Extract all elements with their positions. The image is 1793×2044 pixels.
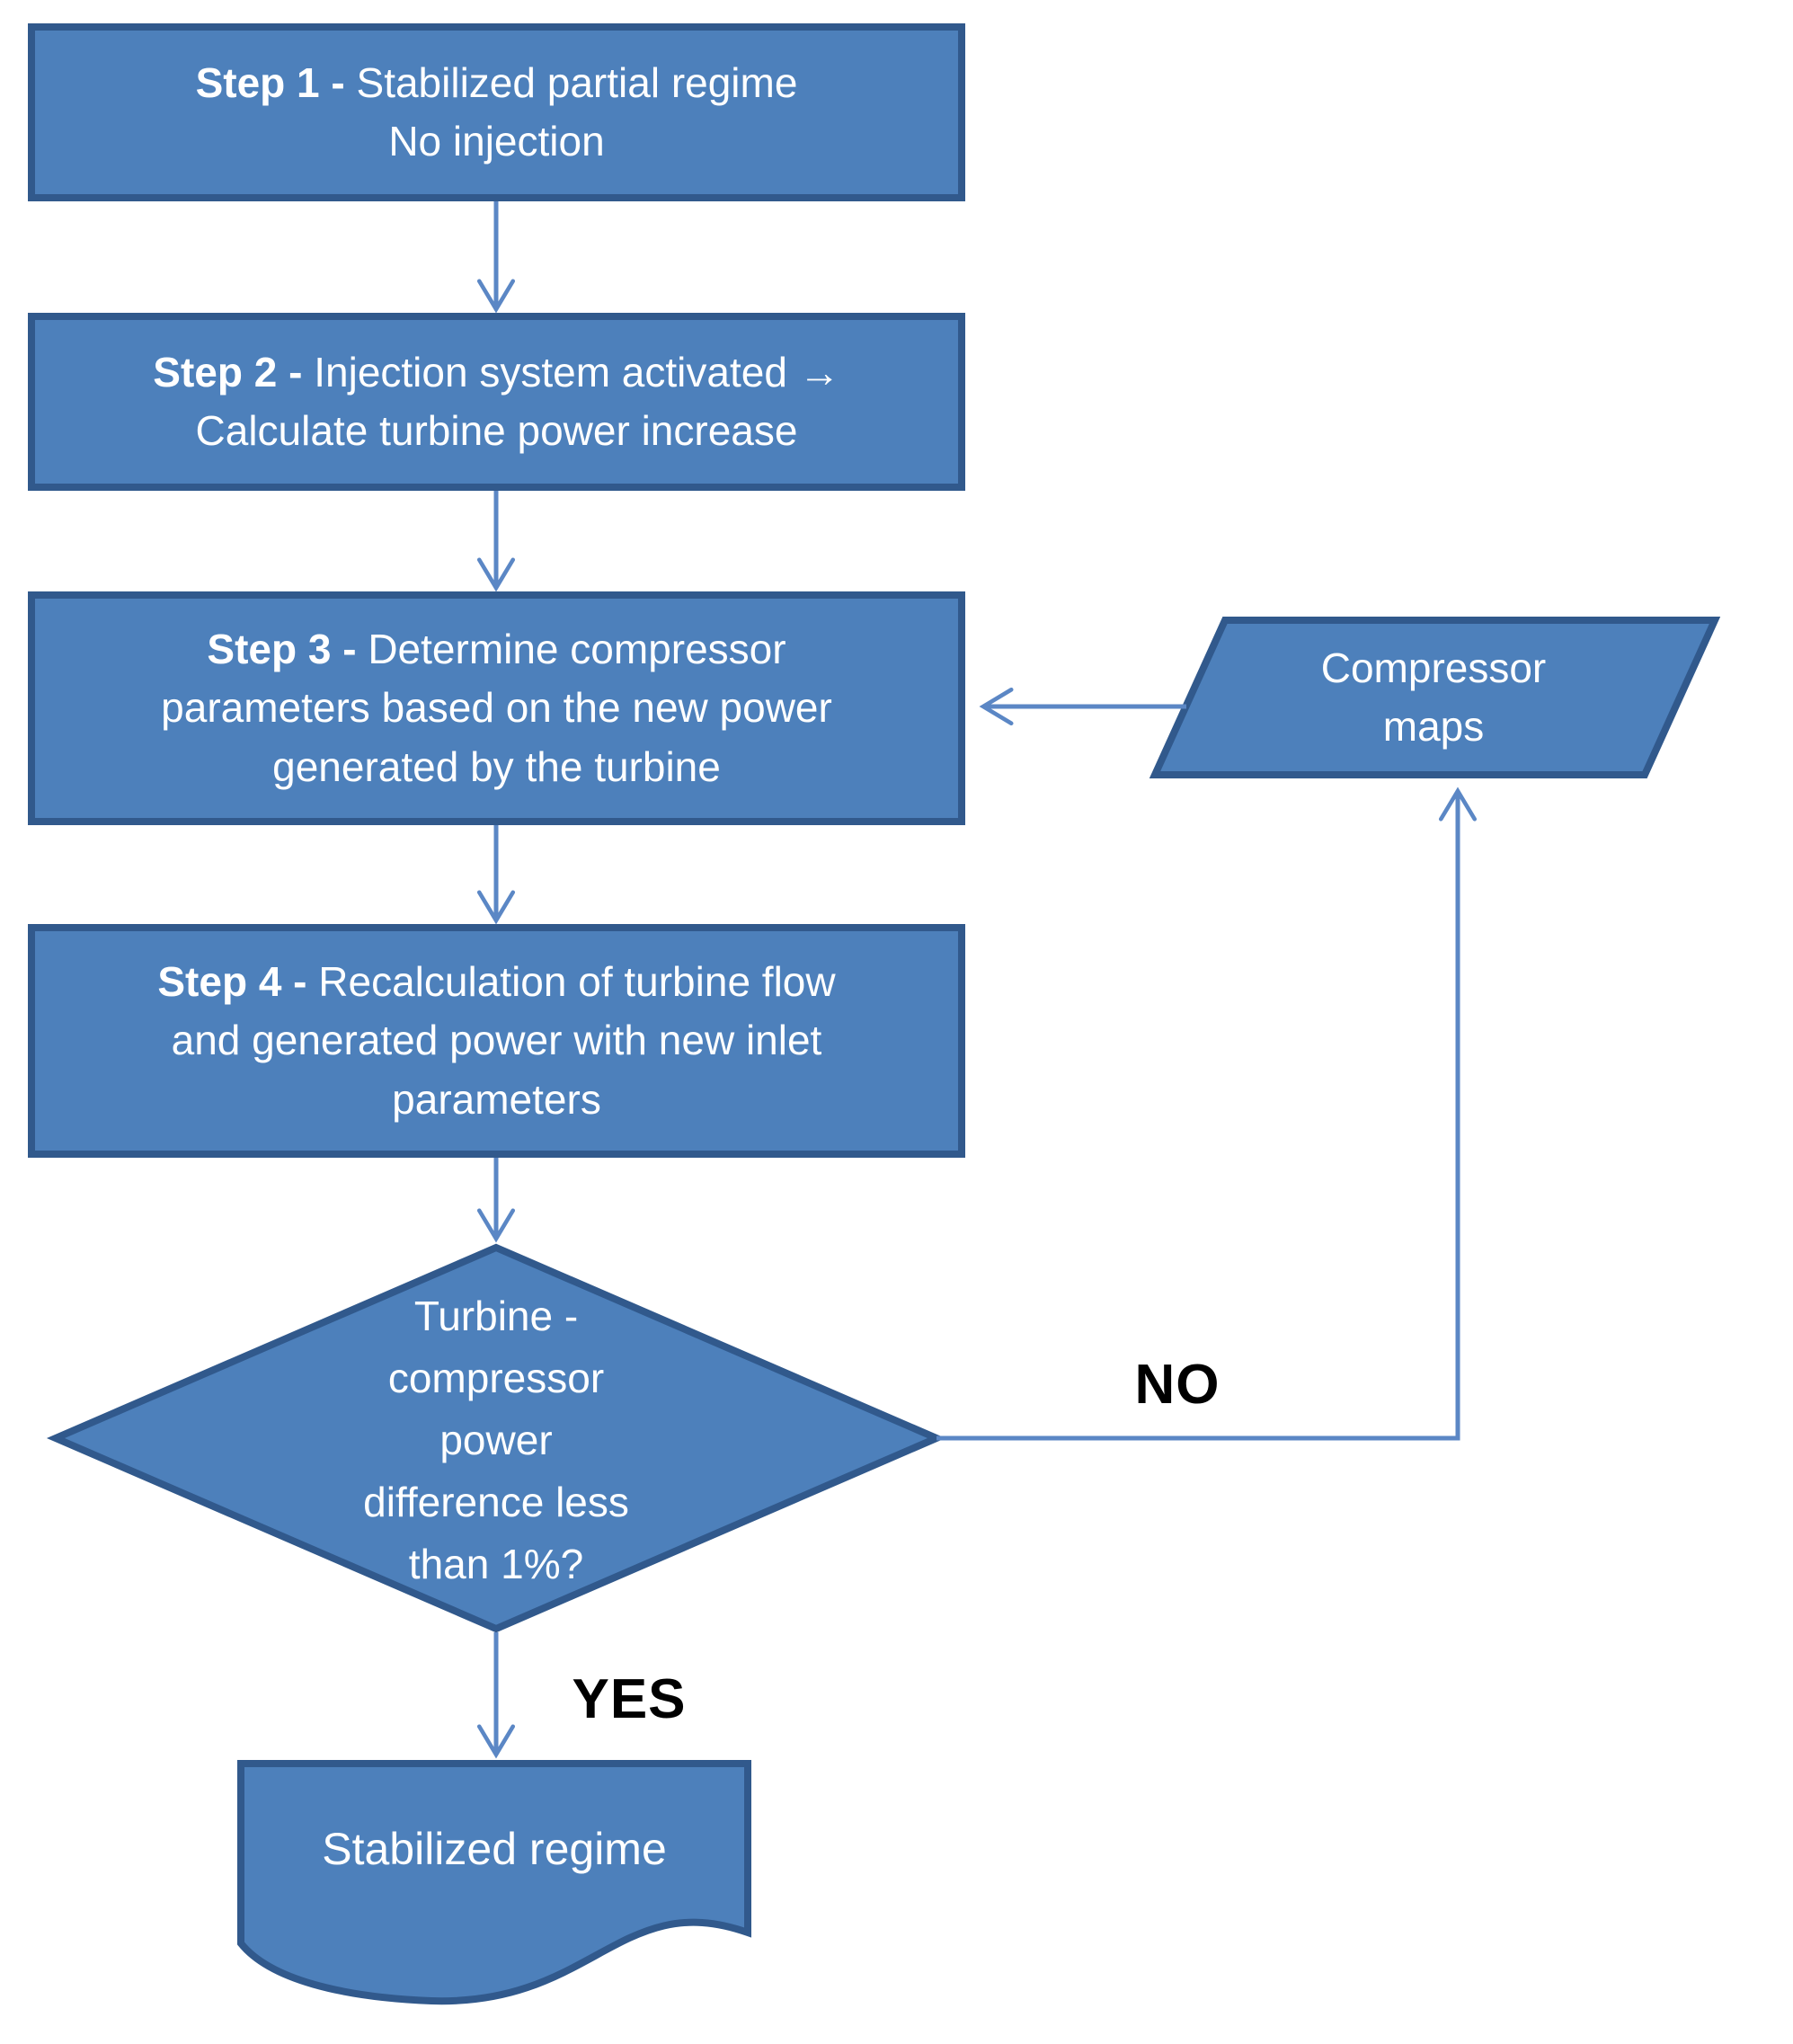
step3-line2: parameters based on the new power	[161, 684, 832, 732]
step3-line1: Step 3 - Determine compressor	[207, 626, 786, 673]
step2-label: Step 2 - Injection system activated → Ca…	[31, 316, 962, 487]
no-edge-label: NO	[1134, 1353, 1220, 1416]
step3-line3: generated by the turbine	[272, 742, 721, 790]
step4-line1: Step 4 - Recalculation of turbine flow	[157, 958, 836, 1006]
compressor-maps-parallelogram	[1149, 617, 1721, 778]
compressor-maps-line1: Compressor	[1320, 644, 1547, 691]
stabilized-regime-document	[237, 1760, 751, 2005]
decision-diamond	[46, 1243, 946, 1633]
step3-box	[28, 591, 965, 825]
connector-decision-maps-no	[936, 786, 1478, 1441]
step4-box	[28, 924, 965, 1158]
step2-line1: Step 2 - Injection system activated →	[153, 348, 840, 395]
step4-label: Step 4 - Recalculation of turbine flow a…	[31, 928, 962, 1154]
decision-label: Turbine - compressor power difference le…	[226, 1269, 766, 1611]
yes-edge-label: YES	[572, 1667, 687, 1730]
decision-line4: difference less	[363, 1478, 629, 1525]
step2-line2: Calculate turbine power increase	[195, 407, 798, 454]
compressor-maps-line2: maps	[1382, 703, 1485, 750]
step1-label: Step 1 - Stabilized partial regime No in…	[31, 27, 962, 198]
step3-label: Step 3 - Determine compressor parameters…	[31, 595, 962, 822]
step1-line2: No injection	[388, 118, 605, 164]
decision-line5: than 1%?	[408, 1540, 584, 1587]
step1-box	[28, 23, 965, 201]
step4-line3: parameters	[392, 1075, 601, 1123]
stabilized-regime-label: Stabilized regime	[322, 1823, 667, 1874]
decision-line3: power	[439, 1416, 553, 1463]
compressor-maps-label: Compressor maps	[1195, 620, 1672, 775]
step1-line1: Step 1 - Stabilized partial regime	[195, 58, 798, 106]
step2-box	[28, 313, 965, 491]
step4-line2: and generated power with new inlet	[171, 1017, 822, 1064]
decision-line1: Turbine -	[413, 1292, 579, 1339]
decision-line2: compressor	[387, 1354, 605, 1401]
